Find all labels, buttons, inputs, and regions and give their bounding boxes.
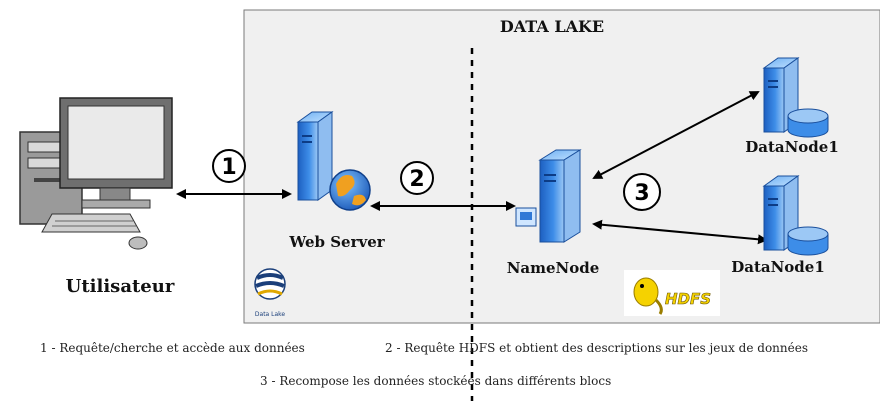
hdfs-logo: HDFS <box>624 270 720 316</box>
namenode-server-icon <box>515 149 582 243</box>
step-1-circle <box>212 149 246 183</box>
datalake-logo: Data Lake <box>254 268 286 318</box>
svg-text:HDFS: HDFS <box>665 290 711 308</box>
caption-step-2: 2 - Requête HDFS et obtient des descript… <box>385 341 808 355</box>
web-server-label: Web Server <box>288 233 385 251</box>
namenode-label: NameNode <box>507 259 600 277</box>
step-3-circle <box>623 173 661 211</box>
datanode-top-label: DataNode1 <box>745 138 839 156</box>
step-2-circle <box>400 161 434 195</box>
data-lake-title: DATA LAKE <box>500 17 604 36</box>
computer-icon <box>19 97 173 250</box>
arrow-namenode-datanode-top <box>592 91 760 179</box>
arrow-namenode-datanode-bottom <box>592 219 768 245</box>
user-label: Utilisateur <box>66 276 175 297</box>
datanode-bottom-icon <box>762 175 829 256</box>
caption-step-3: 3 - Recompose les données stockées dans … <box>260 374 612 388</box>
step-1-number: 1 <box>221 155 236 180</box>
caption-step-1: 1 - Requête/cherche et accède aux donnée… <box>40 341 305 355</box>
svg-text:Data Lake: Data Lake <box>255 311 286 318</box>
step-2-number: 2 <box>409 167 424 192</box>
datanode-top-icon <box>762 57 829 138</box>
step-3-number: 3 <box>634 181 649 206</box>
datanode-bottom-label: DataNode1 <box>731 258 825 276</box>
web-server-icon <box>296 111 371 211</box>
